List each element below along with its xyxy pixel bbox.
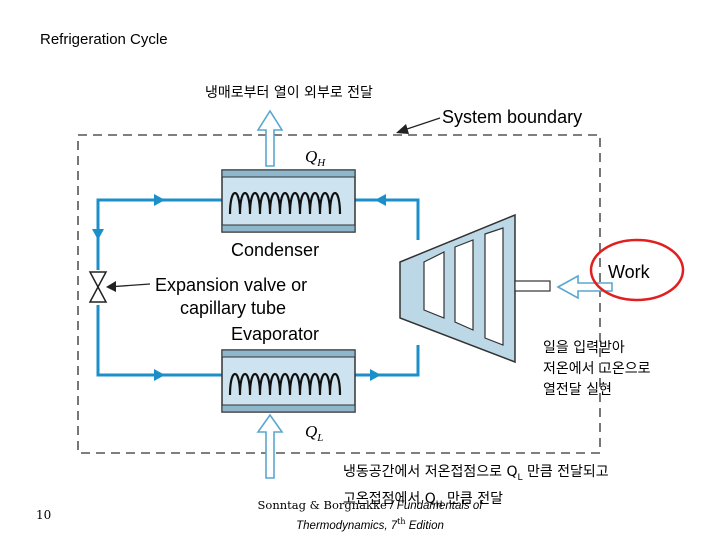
- expansion-label-line1: Expansion valve or: [155, 275, 307, 295]
- page-number: 10: [36, 508, 52, 522]
- work-input-note-line3: 열전달 실현: [543, 382, 612, 398]
- system-boundary: [77, 134, 601, 454]
- work-input-note-line1: 일을 입력받아: [543, 340, 625, 356]
- slide-title: Refrigeration Cycle: [40, 31, 168, 48]
- boundary-pointer-line: [403, 117, 441, 131]
- heat-transfer-note-line2: 고온접점에서 QH 만큼 전달: [343, 490, 503, 510]
- evaporator-label: Evaporator: [231, 324, 319, 344]
- ql-label-sub: L: [316, 432, 323, 444]
- citation-line1: Sonntag & Borgnakke / Fundamentals of: [257, 498, 483, 512]
- work-highlight-circle: [589, 238, 685, 302]
- line-condenser-left: [96, 198, 222, 270]
- leader-arrow-head: [106, 281, 116, 292]
- compressor-icon: [399, 213, 551, 364]
- condenser-label: Condenser: [231, 240, 319, 260]
- work-arrow: [556, 274, 613, 300]
- evaporator-coil: [221, 349, 356, 413]
- qh-label-sub: H: [316, 157, 326, 169]
- heat-rejection-note: 냉매로부터 열이 외부로 전달: [205, 85, 373, 101]
- work-input-note: 일을 입력받아 저온에서 고온으로 열전달 실현: [543, 338, 651, 401]
- textbook-citation: Sonntag & Borgnakke / Fundamentals of Th…: [255, 498, 485, 534]
- heat-transfer-note-line1: 냉동공간에서 저온접점으로 QL 만큼 전달되고: [343, 464, 609, 483]
- boundary-pointer-head: [396, 124, 409, 134]
- flow-arrow-head: [154, 194, 165, 206]
- expansion-label-line2: capillary tube: [180, 298, 286, 318]
- line-compressor-to-condenser: [355, 198, 420, 240]
- line-valve-to-evaporator: [96, 305, 222, 377]
- qh-arrow: [256, 109, 284, 167]
- system-boundary-label: System boundary: [442, 107, 582, 127]
- flow-arrow-head: [154, 369, 165, 381]
- work-label: Work: [608, 262, 651, 282]
- expansion-valve-icon: [88, 271, 108, 303]
- flow-arrow-head: [375, 194, 386, 206]
- ql-arrow: [256, 413, 284, 479]
- flow-arrow-head: [92, 229, 104, 240]
- heat-transfer-note: 냉동공간에서 저온접점으로 QL 만큼 전달되고 고온접점에서 QH 만큼 전달: [343, 462, 609, 516]
- ql-label-main: Q: [305, 422, 317, 441]
- qh-label-main: Q: [305, 147, 317, 166]
- ql-label: QL: [305, 422, 323, 444]
- qh-label: QH: [305, 147, 326, 169]
- citation-line2: Thermodynamics, 7th Edition: [296, 517, 444, 532]
- line-evaporator-to-compressor: [355, 345, 420, 377]
- work-input-note-line2: 저온에서 고온으로: [543, 361, 651, 377]
- condenser-coil: [221, 169, 356, 233]
- flow-arrow-head: [370, 369, 381, 381]
